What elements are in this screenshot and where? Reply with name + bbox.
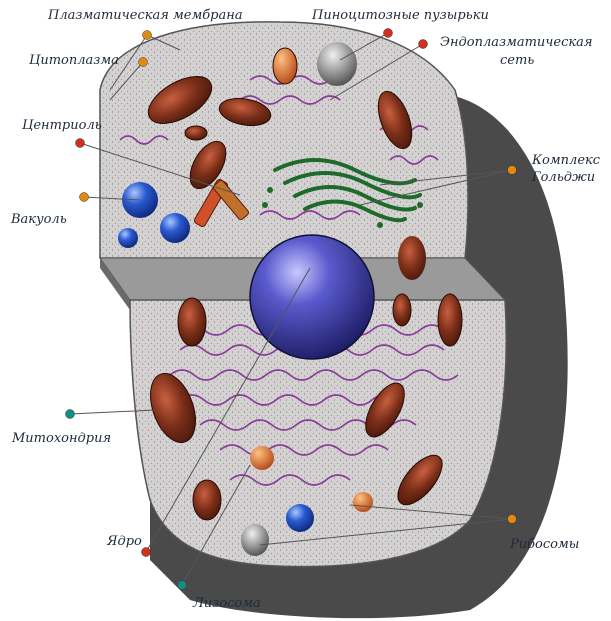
leader-lines bbox=[69, 32, 513, 586]
label-nucleus: Ядро bbox=[106, 534, 142, 549]
label-cytoplasm: Цитоплазма bbox=[29, 53, 119, 68]
endoplasmic-reticulum bbox=[119, 75, 459, 486]
label-centriole: Центриоль bbox=[22, 118, 102, 133]
lysosomes bbox=[250, 236, 426, 512]
label-lysosome: Лизосома bbox=[192, 596, 261, 611]
label-pins bbox=[65, 28, 517, 590]
label-golgi-line2: Гольджи bbox=[531, 170, 595, 185]
label-plasma-membrane: Плазматическая мембрана bbox=[47, 8, 243, 23]
label-pinocytic-vesicles: Пиноцитозные пузырьки bbox=[311, 8, 489, 23]
label-er-line2: сеть bbox=[500, 53, 534, 68]
label-golgi-line1: Комплекс bbox=[531, 153, 601, 168]
label-vacuole: Вакуоль bbox=[10, 212, 67, 227]
labels: Плазматическая мембрана Пиноцитозные пуз… bbox=[10, 8, 601, 611]
label-ribosomes: Рибосомы bbox=[509, 537, 579, 552]
label-er-line1: Эндоплазматическая bbox=[440, 35, 592, 50]
nucleus bbox=[249, 234, 375, 360]
golgi-complex bbox=[262, 158, 423, 228]
label-mitochondria: Митохондрия bbox=[11, 431, 111, 446]
mitochondria bbox=[147, 47, 463, 521]
centriole bbox=[193, 178, 250, 228]
pinocytic-vesicles bbox=[241, 42, 357, 556]
